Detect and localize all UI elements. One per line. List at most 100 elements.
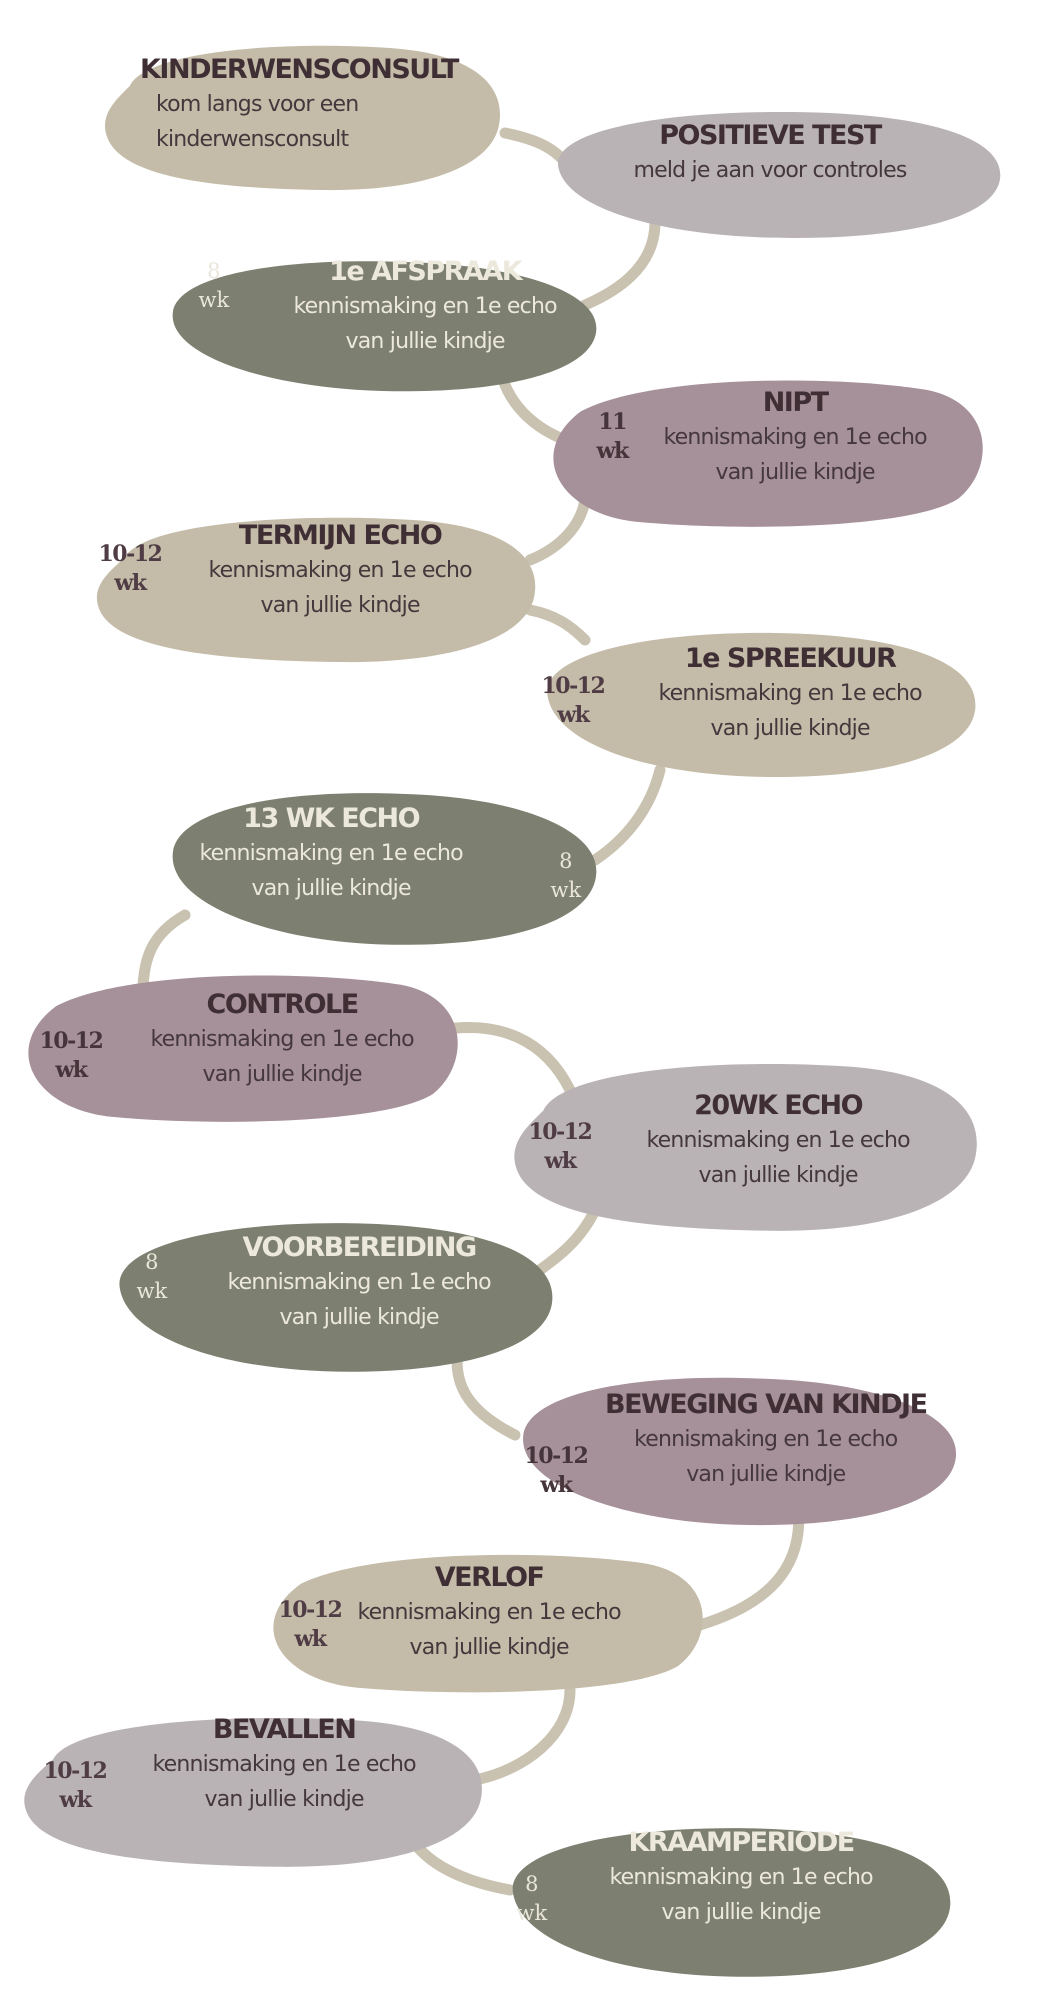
bubble-shape [514, 1063, 977, 1231]
week-unit: wk [294, 1626, 327, 1652]
bubble-shape [119, 1223, 553, 1372]
step-title: NIPT [762, 387, 829, 418]
week-number: 8 [525, 1872, 539, 1896]
connector-line-5 [524, 604, 591, 646]
step-description-line: kennismaking en 1e echo [634, 1427, 898, 1452]
week-number: 8 [145, 1250, 159, 1274]
step-description-line: kennismaking en 1e echo [663, 425, 928, 450]
week-unit: wk [516, 1901, 548, 1925]
week-badge: 10-12 wk [528, 1118, 593, 1176]
step-title: 1e AFSPRAAK [329, 256, 523, 287]
step-4-bubble: NIPT kennismaking en 1e echo van jullie ki… [535, 370, 995, 535]
week-badge: 10-12 wk [541, 672, 606, 730]
connector-line-8 [434, 1022, 576, 1096]
week-number: 10-12 [39, 1028, 104, 1054]
step-description-line: van jullie kindje [279, 1305, 440, 1330]
week-badge: 8 wk [551, 847, 582, 905]
step-title: 13 WK ECHO [243, 803, 420, 834]
week-number: 10-12 [528, 1119, 593, 1145]
connector-line-11 [694, 1499, 805, 1631]
step-description-line: kennismaking en 1e echo [227, 1270, 492, 1295]
step-content: VOORBEREIDING kennismaking en 1e echo van … [227, 1231, 492, 1335]
week-number: 11 [598, 409, 627, 435]
week-unit: wk [550, 878, 582, 902]
bubble-shape [553, 380, 983, 527]
week-unit: wk [557, 702, 590, 728]
week-badge: 10-12 wk [524, 1442, 589, 1500]
week-unit: wk [55, 1057, 88, 1083]
step-title: POSITIEVE TEST [659, 120, 882, 151]
week-number: 10-12 [541, 673, 606, 699]
step-title: VOORBEREIDING [242, 1232, 478, 1263]
step-title: CONTROLE [206, 989, 360, 1020]
step-title: BEWEGING VAN KINDJE [605, 1389, 928, 1420]
step-2-bubble: POSITIEVE TEST meld je aan voor controles [535, 105, 1005, 245]
week-badge: 10-12 wk [39, 1027, 104, 1085]
step-description-line: van jullie kindje [698, 1163, 859, 1188]
week-number: 10-12 [98, 541, 163, 567]
step-title: TERMIJN ECHO [238, 520, 443, 551]
week-number: 10-12 [43, 1758, 108, 1784]
step-content: BEWEGING VAN KINDJE kennismaking en 1e ec… [605, 1388, 928, 1492]
step-description-line: van jullie kindje [204, 1787, 365, 1812]
bubble-shape [28, 975, 458, 1122]
bubble-shape [172, 261, 597, 392]
week-unit: wk [540, 1472, 573, 1498]
step-description-line: kennismaking en 1e echo [658, 681, 923, 706]
step-content: BEVALLEN kennismaking en 1e echo van julli… [152, 1713, 417, 1817]
step-description-line: van jullie kindje [251, 876, 412, 901]
step-title: BEVALLEN [212, 1714, 357, 1745]
step-description-line: van jullie kindje [715, 460, 876, 485]
connector-line-12 [469, 1684, 576, 1786]
step-description-line: kennismaking en 1e echo [609, 1865, 874, 1890]
step-title: 20WK ECHO [694, 1090, 864, 1121]
week-number: 8 [559, 849, 573, 873]
week-badge: 8 wk [517, 1870, 548, 1928]
week-number: 10-12 [524, 1443, 589, 1469]
step-description-line: kennismaking en 1e echo [152, 1752, 417, 1777]
step-description-line: kennismaking en 1e echo [357, 1600, 622, 1625]
step-7-bubble: 13 WK ECHO kennismaking en 1e echo van jul… [155, 780, 610, 955]
step-content: NIPT kennismaking en 1e echo van jullie ki… [663, 386, 928, 490]
step-description-line: van jullie kindje [345, 329, 506, 354]
step-description-line: kom langs voor een [156, 92, 359, 117]
step-title: 1e SPREEKUUR [684, 643, 897, 674]
connector-line-6 [589, 764, 666, 866]
step-description-line: kennismaking en 1e echo [199, 841, 464, 866]
week-unit: wk [198, 288, 230, 312]
bubble-shape [172, 793, 597, 945]
bubble-shape [24, 1717, 482, 1867]
week-badge: 8 wk [137, 1248, 168, 1306]
week-unit: wk [544, 1148, 577, 1174]
step-description-line: meld je aan voor controles [633, 158, 908, 183]
step-11-bubble: BEWEGING VAN KINDJE kennismaking en 1e ec… [505, 1365, 970, 1535]
connector-line-7 [137, 909, 191, 991]
week-number: 10-12 [278, 1597, 343, 1623]
bubble-shape [105, 45, 501, 191]
connector-line-2 [579, 216, 661, 311]
week-unit: wk [136, 1279, 168, 1303]
step-content: POSITIEVE TEST meld je aan voor controles [633, 119, 908, 188]
week-badge: 10-12 wk [278, 1596, 343, 1654]
bubble-shape [96, 517, 536, 663]
step-description-line: kennismaking en 1e echo [208, 558, 473, 583]
step-description-line: van jullie kindje [686, 1462, 846, 1487]
step-description-line: van jullie kindje [661, 1900, 822, 1925]
